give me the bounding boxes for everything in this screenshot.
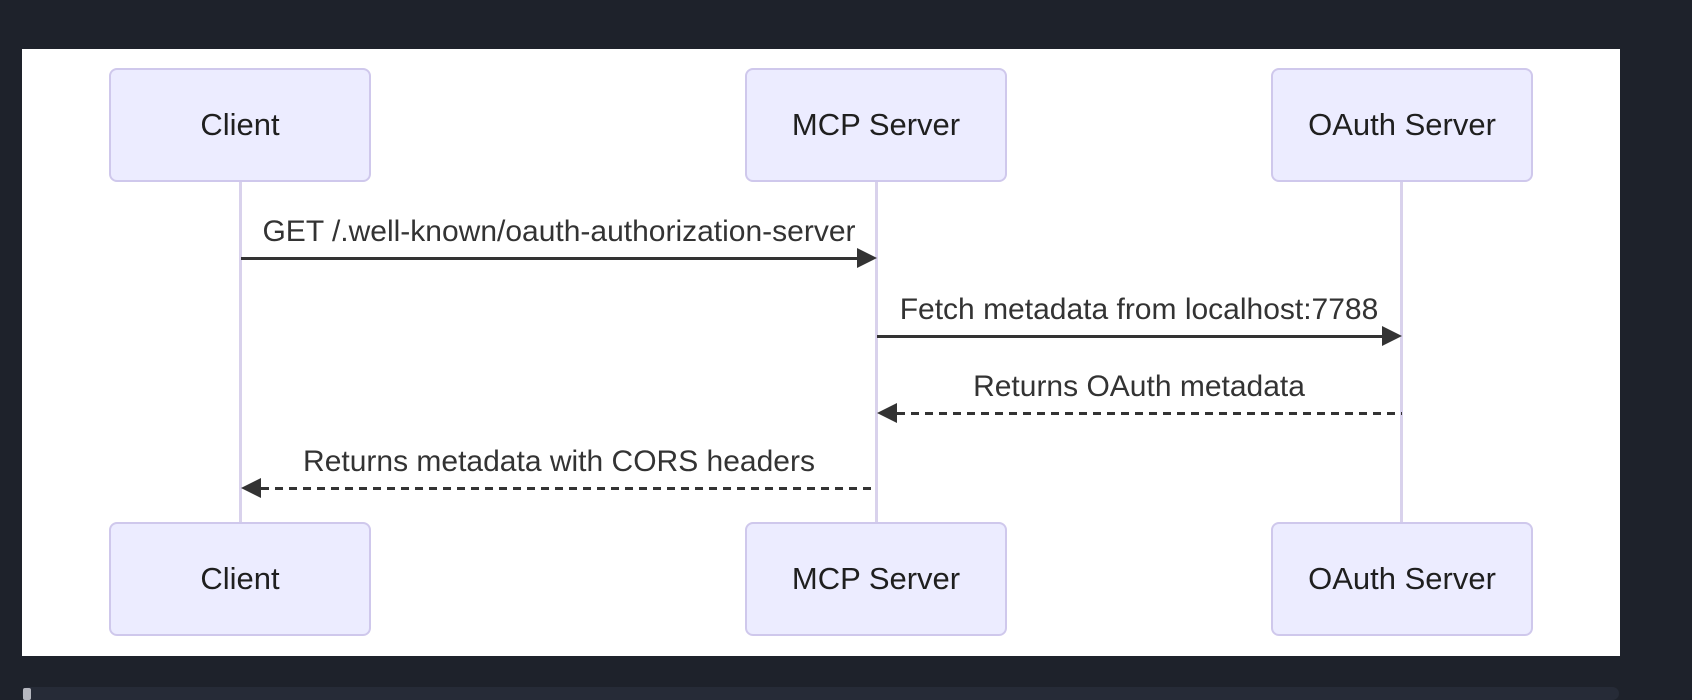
message-label-3: Returns OAuth metadata xyxy=(973,370,1305,403)
message-line-4 xyxy=(261,487,877,490)
arrowhead-right-icon xyxy=(1382,326,1402,346)
message-label-1: GET /.well-known/oauth-authorization-ser… xyxy=(262,215,856,248)
lifeline-mcp-server xyxy=(875,182,878,522)
actor-box-mcp-server-top: MCP Server xyxy=(745,68,1007,182)
horizontal-scrollbar-track[interactable] xyxy=(22,687,1619,700)
actor-box-mcp-server-bottom: MCP Server xyxy=(745,522,1007,636)
actor-label-client: Client xyxy=(200,561,280,596)
message-line-3 xyxy=(897,412,1402,415)
lifeline-oauth-server xyxy=(1400,182,1403,522)
arrowhead-right-icon xyxy=(857,248,877,268)
message-label-4: Returns metadata with CORS headers xyxy=(303,445,815,478)
lifeline-client xyxy=(239,182,242,522)
actor-box-client-top: Client xyxy=(109,68,371,182)
sequence-diagram-canvas: Client MCP Server OAuth Server GET /.wel… xyxy=(22,49,1620,656)
message-line-2 xyxy=(877,335,1383,338)
horizontal-scrollbar-thumb[interactable] xyxy=(23,688,31,700)
actor-box-oauth-server-top: OAuth Server xyxy=(1271,68,1533,182)
arrowhead-left-icon xyxy=(877,403,897,423)
actor-label-oauth-server: OAuth Server xyxy=(1308,561,1496,596)
message-line-1 xyxy=(241,257,858,260)
actor-label-mcp-server: MCP Server xyxy=(791,561,961,596)
actor-label-oauth-server: OAuth Server xyxy=(1308,107,1496,142)
actor-label-mcp-server: MCP Server xyxy=(791,107,961,142)
actor-box-oauth-server-bottom: OAuth Server xyxy=(1271,522,1533,636)
actor-label-client: Client xyxy=(200,107,280,142)
message-label-2: Fetch metadata from localhost:7788 xyxy=(899,293,1379,326)
actor-box-client-bottom: Client xyxy=(109,522,371,636)
arrowhead-left-icon xyxy=(241,478,261,498)
